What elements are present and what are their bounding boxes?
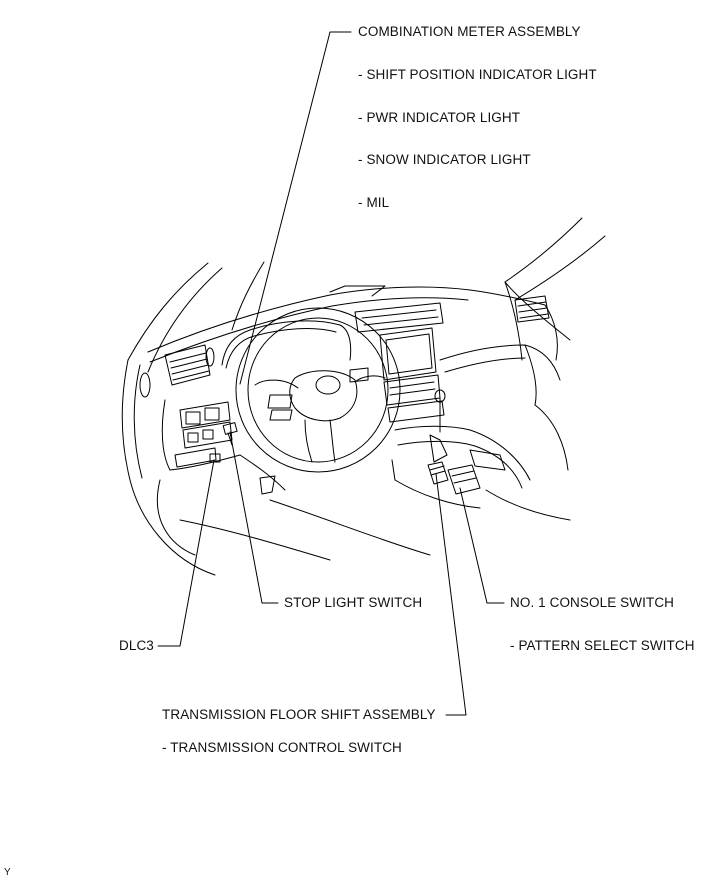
leader-lines [157, 31, 505, 716]
steering-wheel [235, 307, 401, 473]
leader-console-switch [459, 487, 505, 604]
label-pwr-light: - PWR INDICATOR LIGHT [358, 110, 521, 125]
stop-light-switch-part [222, 422, 238, 446]
label-snow-light: - SNOW INDICATOR LIGHT [358, 152, 531, 167]
left-speaker [139, 372, 151, 398]
dlc3-connector [209, 453, 221, 463]
left-door-panel [121, 359, 216, 576]
floor-area [179, 454, 431, 561]
center-console [391, 389, 571, 521]
right-dash [439, 281, 569, 471]
label-pattern-select: - PATTERN SELECT SWITCH [510, 638, 695, 653]
left-air-vent [164, 344, 215, 386]
corner-mark: Y [4, 867, 11, 878]
label-transmission-control: - TRANSMISSION CONTROL SWITCH [162, 740, 402, 755]
label-console-switch: NO. 1 CONSOLE SWITCH [510, 595, 675, 610]
label-shift-position-light: - SHIFT POSITION INDICATOR LIGHT [358, 67, 597, 82]
label-floor-shift: TRANSMISSION FLOOR SHIFT ASSEMBLY [162, 707, 436, 722]
dashboard-top [147, 285, 558, 363]
label-dlc3: DLC3 [119, 638, 154, 653]
leader-stop-light-switch [229, 431, 279, 604]
label-combination-meter: COMBINATION METER ASSEMBLY [358, 24, 581, 39]
leader-dlc3 [157, 459, 215, 647]
center-stack [354, 302, 445, 423]
leader-combination-meter [239, 31, 352, 385]
leader-floor-shift [435, 473, 467, 716]
label-mil: - MIL [358, 195, 390, 210]
label-stop-light-switch: STOP LIGHT SWITCH [284, 595, 423, 610]
right-air-vent [514, 295, 550, 323]
windshield-frame [127, 217, 606, 373]
